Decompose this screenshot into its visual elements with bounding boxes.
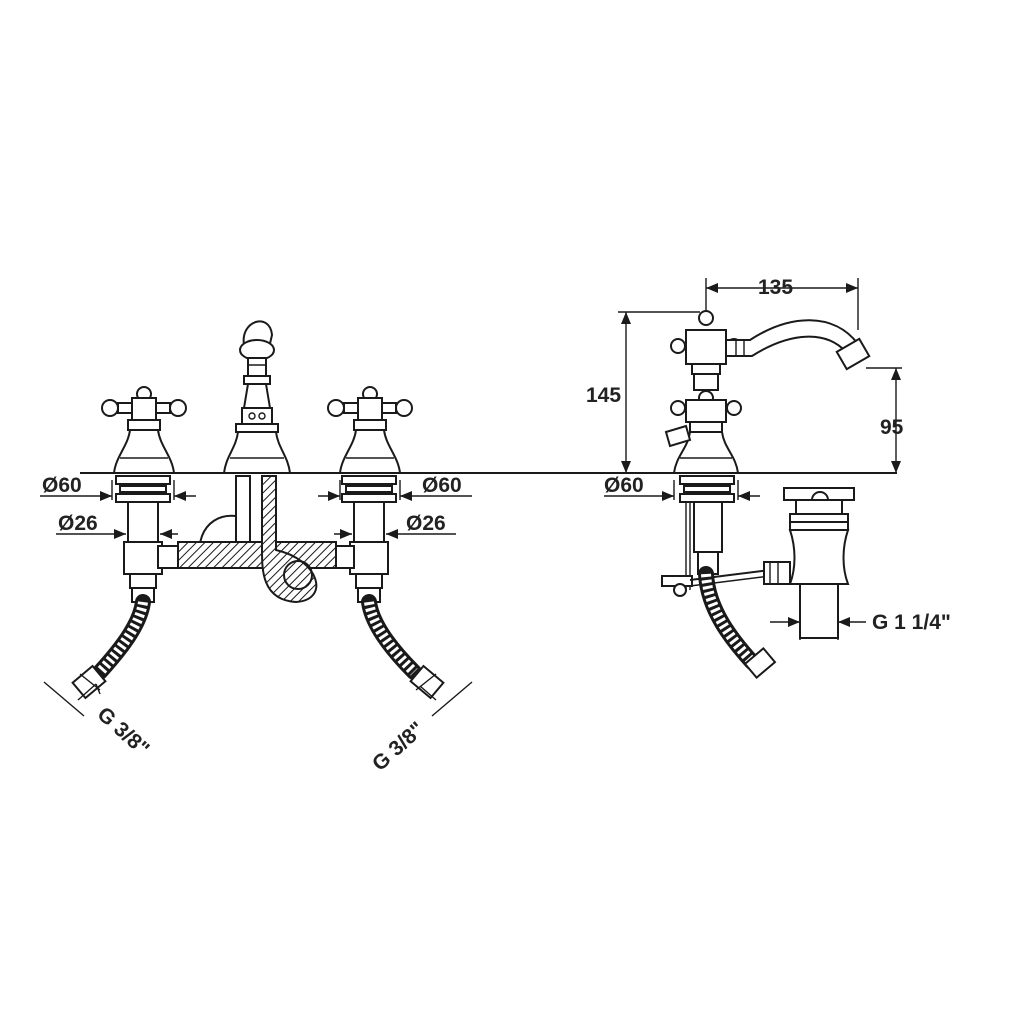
label-left-diameter-bottom: Ø26 <box>58 512 98 535</box>
label-left-diameter-top: Ø60 <box>42 474 82 497</box>
right-handle <box>327 386 413 474</box>
dim-right-thread: G 3/8" <box>368 681 473 776</box>
label-right-thread: G 3/8" <box>368 718 429 776</box>
dim-side-base-diameter: Ø60 <box>604 474 760 501</box>
dim-left-thread: G 3/8" <box>43 681 154 761</box>
dim-left-diameter-60: Ø60 <box>40 474 196 501</box>
label-right-diameter-top: Ø60 <box>422 474 462 497</box>
center-spout <box>222 320 292 474</box>
label-spout-height: 95 <box>880 416 904 439</box>
popup-waste <box>763 487 855 639</box>
dim-right-diameter-26: Ø26 <box>334 512 456 539</box>
label-right-diameter-bottom: Ø26 <box>406 512 446 535</box>
label-waste-thread: G 1 1/4" <box>872 611 951 634</box>
center-connections <box>177 475 337 604</box>
dim-waste-thread: G 1 1/4" <box>770 610 951 640</box>
label-total-height: 145 <box>586 384 621 407</box>
side-flexible-hose <box>698 566 777 680</box>
label-left-thread: G 3/8" <box>93 703 154 761</box>
right-flexible-hose <box>361 594 445 700</box>
dim-spout-height: 95 <box>866 367 904 473</box>
left-flexible-hose <box>71 594 151 700</box>
dim-spout-reach: 135 <box>705 276 859 330</box>
side-valve-body <box>661 475 771 597</box>
dim-right-diameter-60: Ø60 <box>318 474 472 501</box>
dim-total-height: 145 <box>586 311 700 473</box>
dim-left-diameter-26: Ø26 <box>56 512 178 539</box>
left-valve-body <box>115 475 179 603</box>
side-mixer-body <box>664 310 871 474</box>
front-view: Ø60 Ø26 Ø60 Ø26 <box>40 320 473 776</box>
side-view: 135 145 95 Ø60 <box>586 276 951 680</box>
right-valve-body <box>333 475 397 603</box>
label-side-base-diameter: Ø60 <box>604 474 644 497</box>
label-spout-reach: 135 <box>758 276 793 299</box>
left-handle <box>101 386 187 474</box>
